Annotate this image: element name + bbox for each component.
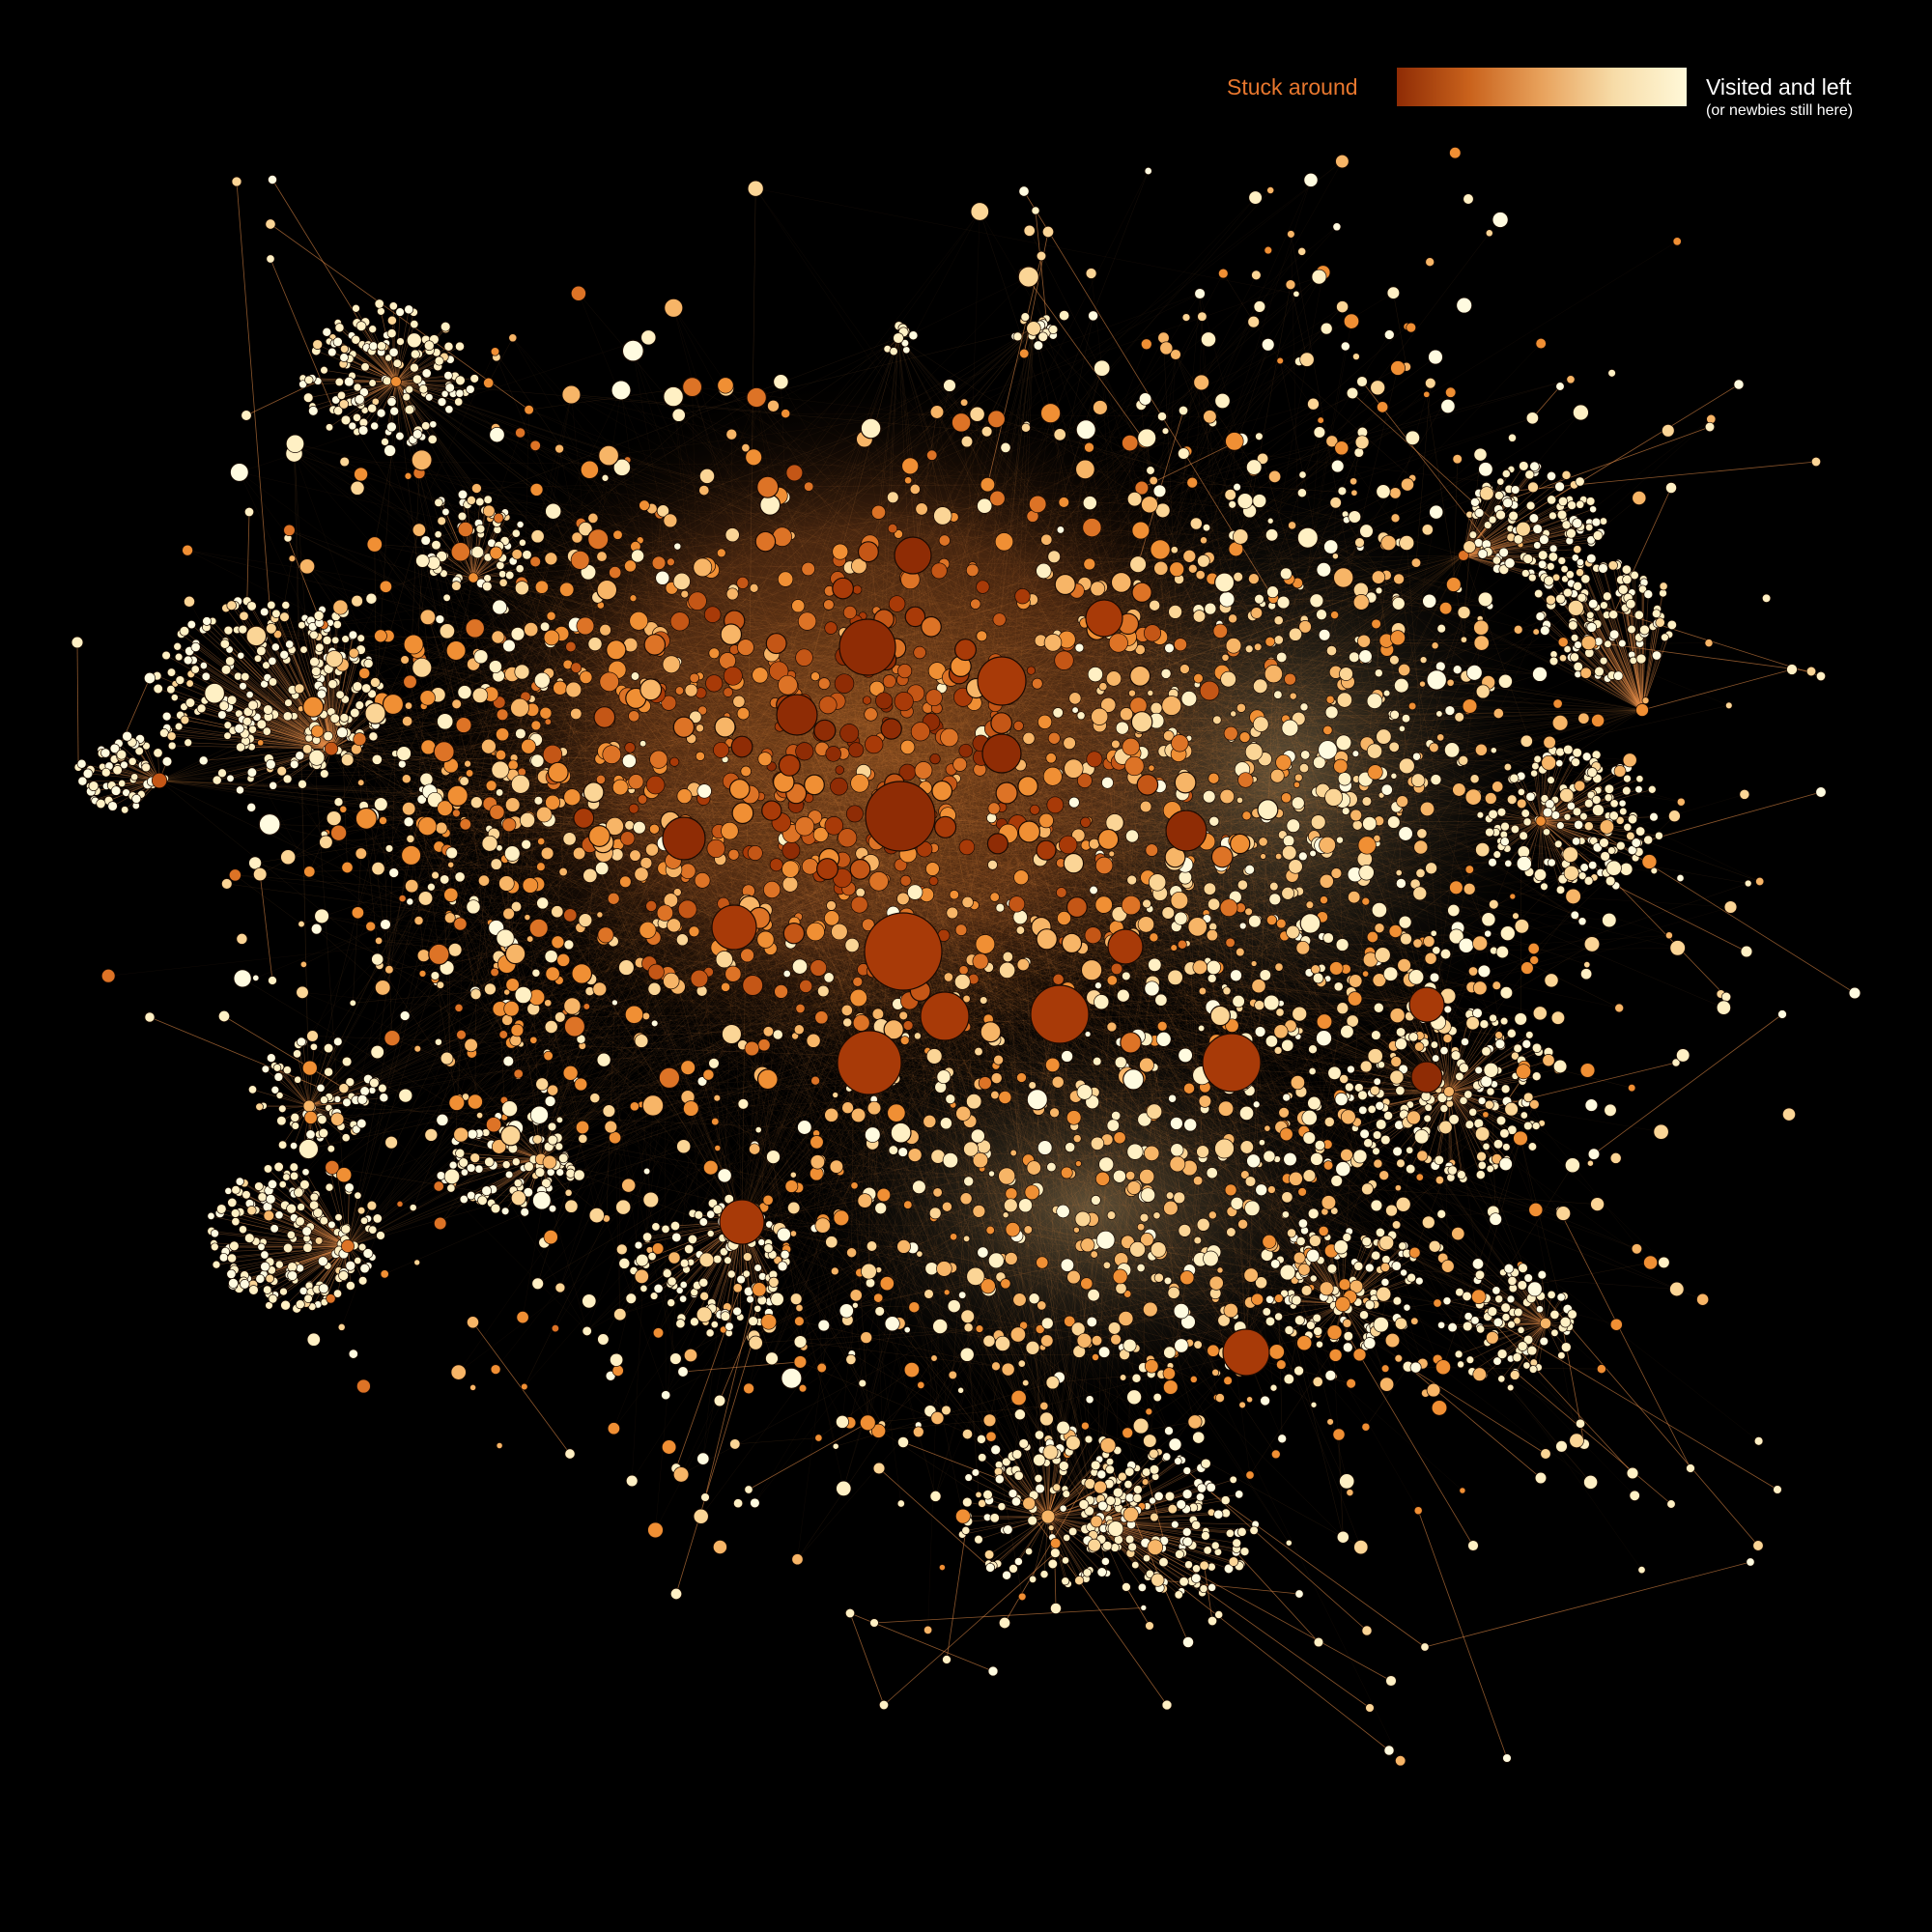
legend-gradient-bar — [1397, 68, 1687, 106]
color-legend: Stuck around Visited and left (or newbie… — [1188, 62, 1893, 131]
legend-visited-and-left-label: Visited and left — [1706, 74, 1852, 99]
legend-newbies-sublabel: (or newbies still here) — [1706, 102, 1854, 119]
node-layer — [71, 147, 1861, 1767]
legend-stuck-around-label: Stuck around — [1227, 74, 1358, 99]
